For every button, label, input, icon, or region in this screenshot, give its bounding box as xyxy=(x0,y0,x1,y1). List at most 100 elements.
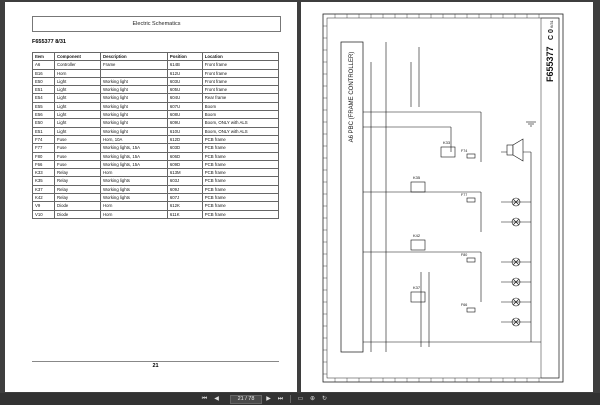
relay-label: K35 xyxy=(413,175,421,180)
table-cell: F66 xyxy=(31,159,56,170)
table-cell: Working light xyxy=(100,76,168,87)
table-cell: Front frame xyxy=(201,68,280,78)
table-cell: Fuse xyxy=(54,134,102,145)
fit-page-icon[interactable]: ▭ xyxy=(297,396,304,402)
fuse-f77 xyxy=(466,197,476,203)
document-code: F655377 8/31 xyxy=(32,39,66,45)
table-cell: 610U xyxy=(166,126,203,136)
table-cell: E54 xyxy=(31,93,56,103)
relay-label: K42 xyxy=(413,233,421,238)
drawing-inner-frame xyxy=(326,17,560,379)
wiring xyxy=(363,42,541,352)
relay-k33 xyxy=(440,146,456,158)
last-page-icon[interactable]: ⏭ xyxy=(277,396,284,402)
table-cell: Working light xyxy=(100,110,168,120)
table-cell: PCB frame xyxy=(201,143,280,153)
table-cell: Working lights xyxy=(100,176,168,186)
relay-label: K33 xyxy=(443,140,451,145)
table-cell: 612D xyxy=(166,134,203,145)
table-cell: 612U xyxy=(166,68,203,78)
table-cell: 605U xyxy=(166,85,203,95)
table-cell: Relay xyxy=(54,193,102,203)
drawing-frame xyxy=(322,13,564,383)
table-cell: Working lights xyxy=(100,184,168,195)
table-cell: Fuse xyxy=(54,151,102,161)
table-cell: E50 xyxy=(31,118,56,128)
fuse-label: F77 xyxy=(461,193,467,197)
table-cell: Boom, ONLY with ALS xyxy=(201,126,280,136)
column-header: Location xyxy=(201,51,280,62)
prev-page-icon[interactable]: ◀ xyxy=(214,396,219,402)
table-cell: Boom xyxy=(201,101,280,112)
footer-divider xyxy=(32,361,279,362)
table-cell: E50 xyxy=(31,76,56,87)
zoom-icon[interactable]: ⊕ xyxy=(309,396,316,402)
table-cell: Working light xyxy=(100,93,168,103)
document-header: Electric Schematics xyxy=(32,16,281,32)
table-cell: 606D xyxy=(166,151,203,161)
table-cell: PCB frame xyxy=(201,168,280,178)
viewer-toolbar: ⏮ ◀ 21 / 78 ▶ ⏭ ▭ ⊕ ↻ xyxy=(0,393,600,405)
table-cell: 603U xyxy=(166,76,203,87)
table-cell: K37 xyxy=(31,184,56,195)
table-cell: Front frame xyxy=(201,60,280,70)
table-cell: Light xyxy=(54,118,102,128)
table-cell: F80 xyxy=(31,151,56,161)
drawing-number: F655377 xyxy=(545,46,555,82)
table-cell: Light xyxy=(54,76,102,87)
table-cell: E51 xyxy=(31,85,56,95)
drawing-revision: C 0 xyxy=(548,29,555,40)
table-cell: Relay xyxy=(54,184,102,195)
table-cell: Diode xyxy=(54,209,102,219)
first-page-icon[interactable]: ⏮ xyxy=(201,396,208,402)
table-cell: Working lights, 15A xyxy=(100,143,168,153)
table-cell: K35 xyxy=(31,176,56,186)
controller-label: A6 PBC (FRAME CONTROLLER) xyxy=(349,52,355,143)
rotate-icon[interactable]: ↻ xyxy=(321,396,328,402)
table-cell: Working light xyxy=(100,85,168,95)
table-cell: 609U xyxy=(166,118,203,128)
electrical-schematic: A6 PBC (FRAME CONTROLLER) xyxy=(322,13,564,383)
table-cell: Horn, 10A xyxy=(100,134,168,145)
lamp-icon xyxy=(511,277,521,287)
table-cell: Working lights, 15A xyxy=(100,159,168,170)
table-cell: F74 xyxy=(31,134,56,145)
page-number: 21 xyxy=(152,363,159,369)
lamp-icon xyxy=(511,317,521,327)
table-cell: E56 xyxy=(31,110,56,120)
table-cell: A6 xyxy=(31,60,56,70)
toolbar-divider xyxy=(290,395,291,403)
table-cell: Light xyxy=(54,93,102,103)
table-cell: Horn xyxy=(100,168,168,178)
table-cell: Fuse xyxy=(54,159,102,170)
title-block xyxy=(540,17,560,379)
table-cell: 609D xyxy=(166,159,203,170)
table-cell: 611K xyxy=(166,209,203,219)
column-header: Description xyxy=(100,51,168,62)
table-cell xyxy=(100,68,168,78)
table-cell: PCB frame xyxy=(201,151,280,161)
horn-icon xyxy=(506,138,524,162)
next-page-icon[interactable]: ▶ xyxy=(266,396,271,402)
frame-ticks xyxy=(323,14,540,382)
fuse-label: F66 xyxy=(461,303,467,307)
table-cell: E51 xyxy=(31,126,56,136)
table-cell: Controller xyxy=(54,60,102,70)
table-cell: Working light xyxy=(100,101,168,112)
lamp-icon xyxy=(511,297,521,307)
table-cell: 603D xyxy=(166,143,203,153)
table-cell: 608U xyxy=(166,110,203,120)
table-cell: PCB frame xyxy=(201,193,280,203)
page-number-input[interactable]: 21 / 78 xyxy=(230,395,262,404)
column-header: Position xyxy=(166,51,203,62)
table-cell: V10 xyxy=(31,209,56,219)
